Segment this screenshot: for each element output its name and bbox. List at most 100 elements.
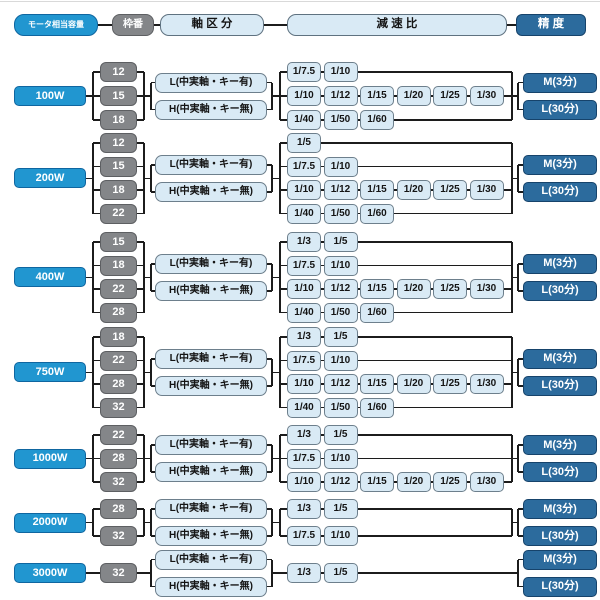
connector-line [93, 481, 100, 483]
ratio-box: 1/25 [433, 472, 467, 492]
connector-line [137, 383, 144, 385]
frame-number-box: 28 [100, 448, 137, 469]
connector-line [518, 81, 523, 84]
ratio-box: 1/5 [287, 133, 321, 153]
connector-line [280, 119, 287, 121]
connector-line [137, 481, 144, 483]
ratio-box: 1/30 [469, 374, 504, 394]
precision-box: L(30分) [523, 526, 597, 546]
connector-line [517, 82, 519, 110]
ratio-box: 1/15 [360, 279, 394, 299]
connector-line [287, 212, 512, 215]
shaft-type-box: L(中実軸・キー有) [155, 72, 267, 93]
frame-number-box: 22 [100, 425, 137, 445]
shaft-type-box: H(中実軸・キー無) [155, 375, 267, 396]
connector-line [93, 336, 100, 338]
connector-line [150, 263, 152, 291]
connector-line [151, 191, 155, 193]
precision-box: M(3分) [523, 499, 597, 519]
ratio-box: 1/7.5 [287, 448, 321, 469]
connector-line [267, 290, 272, 292]
ratio-box: 1/12 [323, 374, 358, 394]
ratio-box: 1/5 [323, 563, 358, 583]
connector-line [272, 95, 280, 97]
connector-line [518, 385, 523, 387]
connector-line [517, 263, 519, 291]
ratio-box: 1/3 [287, 563, 321, 583]
connector-line [287, 142, 512, 144]
connector-line [137, 189, 144, 191]
ratio-box: 1/40 [287, 203, 321, 224]
connector-line [267, 81, 272, 84]
shaft-type-box: H(中実軸・キー無) [155, 526, 267, 546]
connector-line [280, 264, 287, 267]
connector-line [93, 406, 100, 409]
connector-line [93, 119, 100, 121]
connector-line [287, 434, 512, 436]
precision-box: L(30分) [523, 462, 597, 482]
connector-line [267, 508, 272, 510]
connector-line [280, 535, 287, 537]
connector-line [93, 311, 100, 314]
precision-box: M(3分) [523, 72, 597, 93]
shaft-type-box: H(中実軸・キー無) [155, 181, 267, 202]
connector-line [287, 119, 512, 121]
connector-line [287, 359, 512, 362]
header-precision: 精 度 [516, 14, 586, 36]
ratio-box: 1/20 [396, 86, 431, 106]
connector-line [86, 521, 93, 524]
ratio-box: 1/10 [323, 350, 358, 371]
connector-line [517, 509, 519, 536]
connector-line [287, 311, 512, 314]
ratio-box: 1/30 [469, 279, 504, 299]
ratio-box: 1/5 [323, 425, 358, 445]
connector-line [279, 242, 281, 313]
connector-line [151, 508, 155, 510]
connector-line [137, 311, 144, 314]
precision-box: L(30分) [523, 576, 597, 597]
frame-number-box: 15 [100, 86, 137, 106]
connector-line [287, 535, 512, 537]
connector-line [137, 535, 144, 537]
connector-line [279, 337, 281, 408]
connector-line [137, 406, 144, 409]
connector-line [93, 288, 100, 290]
ratio-box: 1/5 [323, 232, 358, 252]
connector-line [518, 290, 523, 292]
connector-line [280, 311, 287, 314]
connector-line [280, 434, 287, 436]
ratio-box: 1/50 [323, 203, 358, 224]
ratio-box: 1/7.5 [287, 526, 321, 546]
connector-line [517, 358, 519, 386]
connector-line [150, 445, 152, 472]
connector-line [144, 457, 151, 460]
connector-line [93, 95, 100, 97]
connector-line [267, 358, 272, 360]
ratio-box: 1/30 [469, 180, 504, 200]
connector-line [137, 434, 144, 436]
ratio-box: 1/7.5 [287, 255, 321, 276]
connector-line [279, 143, 281, 214]
connector-line [93, 457, 100, 460]
connector-line [93, 264, 100, 267]
connector-line [86, 572, 100, 574]
connector-line [267, 263, 272, 265]
connector-line [280, 336, 287, 338]
connector-line [267, 191, 272, 193]
precision-box: L(30分) [523, 280, 597, 301]
connector-line [280, 508, 287, 510]
connector-line [86, 95, 93, 97]
motor-capacity-box: 400W [14, 267, 86, 288]
shaft-type-box: H(中実軸・キー無) [155, 99, 267, 120]
connector-line [151, 290, 155, 292]
connector-line [517, 445, 519, 472]
connector-line [267, 108, 272, 111]
connector-line [137, 336, 144, 338]
connector-line [518, 263, 523, 265]
connector-line [144, 371, 151, 373]
connector-line [93, 165, 100, 168]
ratio-box: 1/20 [396, 374, 431, 394]
frame-number-box: 28 [100, 302, 137, 323]
connector-line [151, 358, 155, 360]
connector-line [137, 264, 144, 267]
